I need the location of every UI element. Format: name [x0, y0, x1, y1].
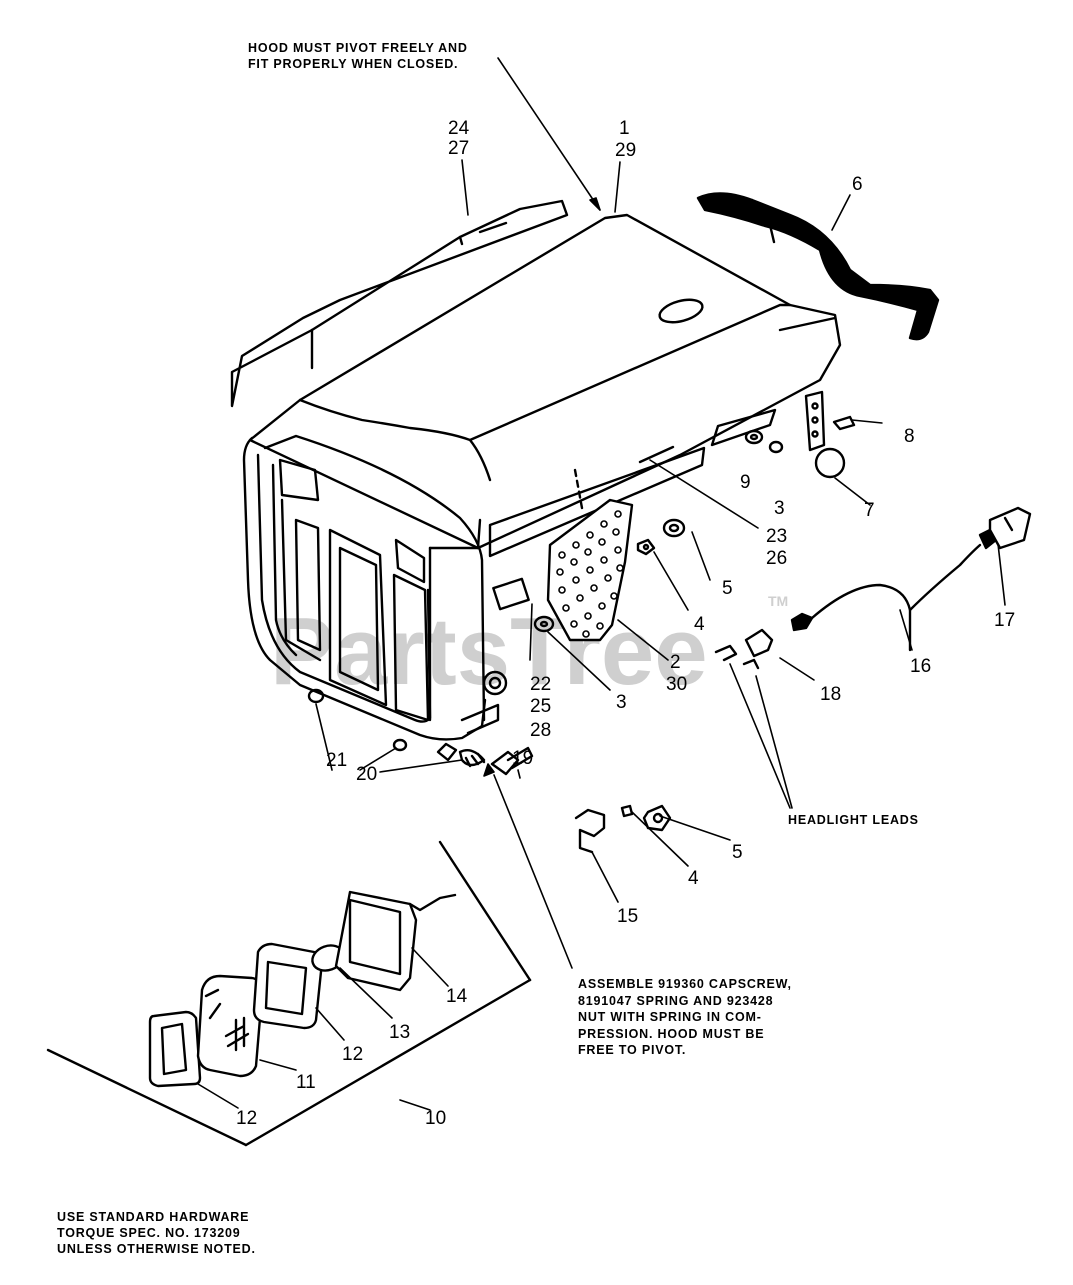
callout-12: 12 [342, 1044, 363, 1065]
headlight-leads-label: HEADLIGHT LEADS [788, 813, 919, 827]
callout-3: 3 [774, 498, 785, 519]
callout-6: 6 [852, 174, 863, 195]
callout-labels: 24 27 1 29 6 8 9 3 7 23 26 5 17 4 16 2 3… [236, 118, 1015, 1129]
headlight-assembly [46, 840, 532, 1147]
callout-7: 7 [864, 500, 875, 521]
assembly-note: ASSEMBLE 919360 CAPSCREW, 8191047 SPRING… [578, 976, 792, 1059]
callout-5: 5 [722, 578, 733, 599]
callout-19: 19 [512, 748, 533, 769]
capscrew-spring [307, 688, 534, 776]
hood-pivot-note-line: HOOD MUST PIVOT FREELY AND [248, 41, 468, 55]
screen-part [546, 498, 634, 642]
assembly-note-line: ASSEMBLE 919360 CAPSCREW, [578, 977, 792, 991]
assembly-note-line: PRESSION. HOOD MUST BE [578, 1026, 765, 1041]
callout-28: 28 [530, 720, 551, 741]
callout-20: 20 [356, 764, 377, 785]
callout-18: 18 [820, 684, 841, 705]
hood-pivot-note-line: FIT PROPERLY WHEN CLOSED. [248, 57, 459, 71]
callout-27: 27 [448, 138, 469, 159]
assembly-note-line: FREE TO PIVOT. [578, 1043, 687, 1057]
watermark-text: PartsTree [270, 598, 708, 705]
callout-11: 11 [296, 1072, 316, 1093]
hardware-parts [533, 429, 784, 854]
callout-15: 15 [617, 906, 638, 927]
hardware-note: USE STANDARD HARDWARE TORQUE SPEC. NO. 1… [57, 1209, 256, 1257]
callout-25: 25 [530, 696, 551, 717]
callout-16: 16 [910, 656, 931, 677]
side-panel-part [230, 199, 569, 408]
callout-13: 13 [389, 1022, 410, 1043]
watermark: PartsTree TM [270, 593, 788, 705]
hardware-note-line: USE STANDARD HARDWARE [57, 1210, 250, 1224]
hardware-note-line: TORQUE SPEC. NO. 173209 [57, 1226, 241, 1240]
callout-22: 22 [530, 674, 551, 695]
callout-12b: 12 [236, 1108, 257, 1129]
callout-9: 9 [740, 472, 751, 493]
callout-1: 1 [619, 118, 630, 139]
callout-17: 17 [994, 610, 1015, 631]
callout-4b: 4 [688, 868, 699, 889]
hood-pivot-note: HOOD MUST PIVOT FREELY AND FIT PROPERLY … [248, 40, 468, 72]
callout-2: 2 [670, 652, 681, 673]
callout-23: 23 [766, 526, 787, 547]
callout-26: 26 [766, 548, 787, 569]
hood-part [242, 213, 842, 741]
wiring-parts [714, 506, 1032, 670]
callout-4: 4 [694, 614, 705, 635]
assembly-note-line: NUT WITH SPRING IN COM- [578, 1010, 762, 1024]
callout-21: 21 [326, 750, 347, 771]
assembly-note-line: 8191047 SPRING AND 923428 [578, 993, 774, 1008]
callout-24: 24 [448, 118, 470, 139]
callout-5b: 5 [732, 842, 743, 863]
callout-8: 8 [904, 426, 915, 447]
hardware-note-line: UNLESS OTHERWISE NOTED. [57, 1242, 256, 1256]
callout-10: 10 [425, 1108, 446, 1129]
callout-14: 14 [446, 986, 468, 1007]
callout-29: 29 [615, 140, 636, 161]
watermark-tm: TM [768, 593, 788, 609]
bracket-part [804, 390, 883, 479]
leader-lines [197, 57, 1006, 1111]
callout-3b: 3 [616, 692, 627, 713]
handle-part [696, 192, 940, 341]
callout-30: 30 [666, 674, 687, 695]
